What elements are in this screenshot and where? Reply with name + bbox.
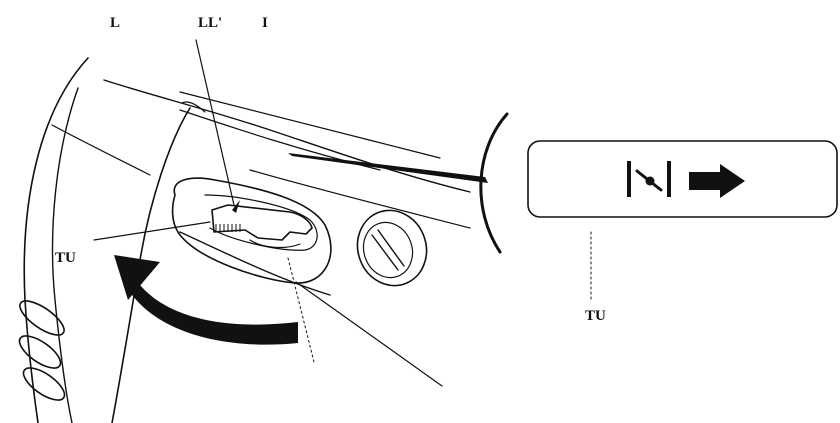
label-ll: LL' bbox=[198, 15, 222, 31]
callout-box bbox=[527, 140, 838, 218]
rotation-arrow-icon bbox=[114, 255, 298, 345]
vent-slots bbox=[18, 300, 66, 401]
label-l: L bbox=[110, 15, 120, 31]
bevel-switch-assembly bbox=[171, 177, 332, 284]
blade-stop-icon bbox=[627, 161, 671, 197]
label-i: I bbox=[262, 15, 268, 31]
callout-bracket bbox=[479, 112, 509, 254]
arrow-right-icon bbox=[689, 164, 745, 198]
tool-housing bbox=[23, 57, 471, 423]
round-knob bbox=[356, 209, 428, 287]
label-tu-right: TU bbox=[585, 308, 606, 324]
label-tu-left: TU bbox=[55, 250, 76, 266]
leader-lines bbox=[93, 39, 592, 387]
